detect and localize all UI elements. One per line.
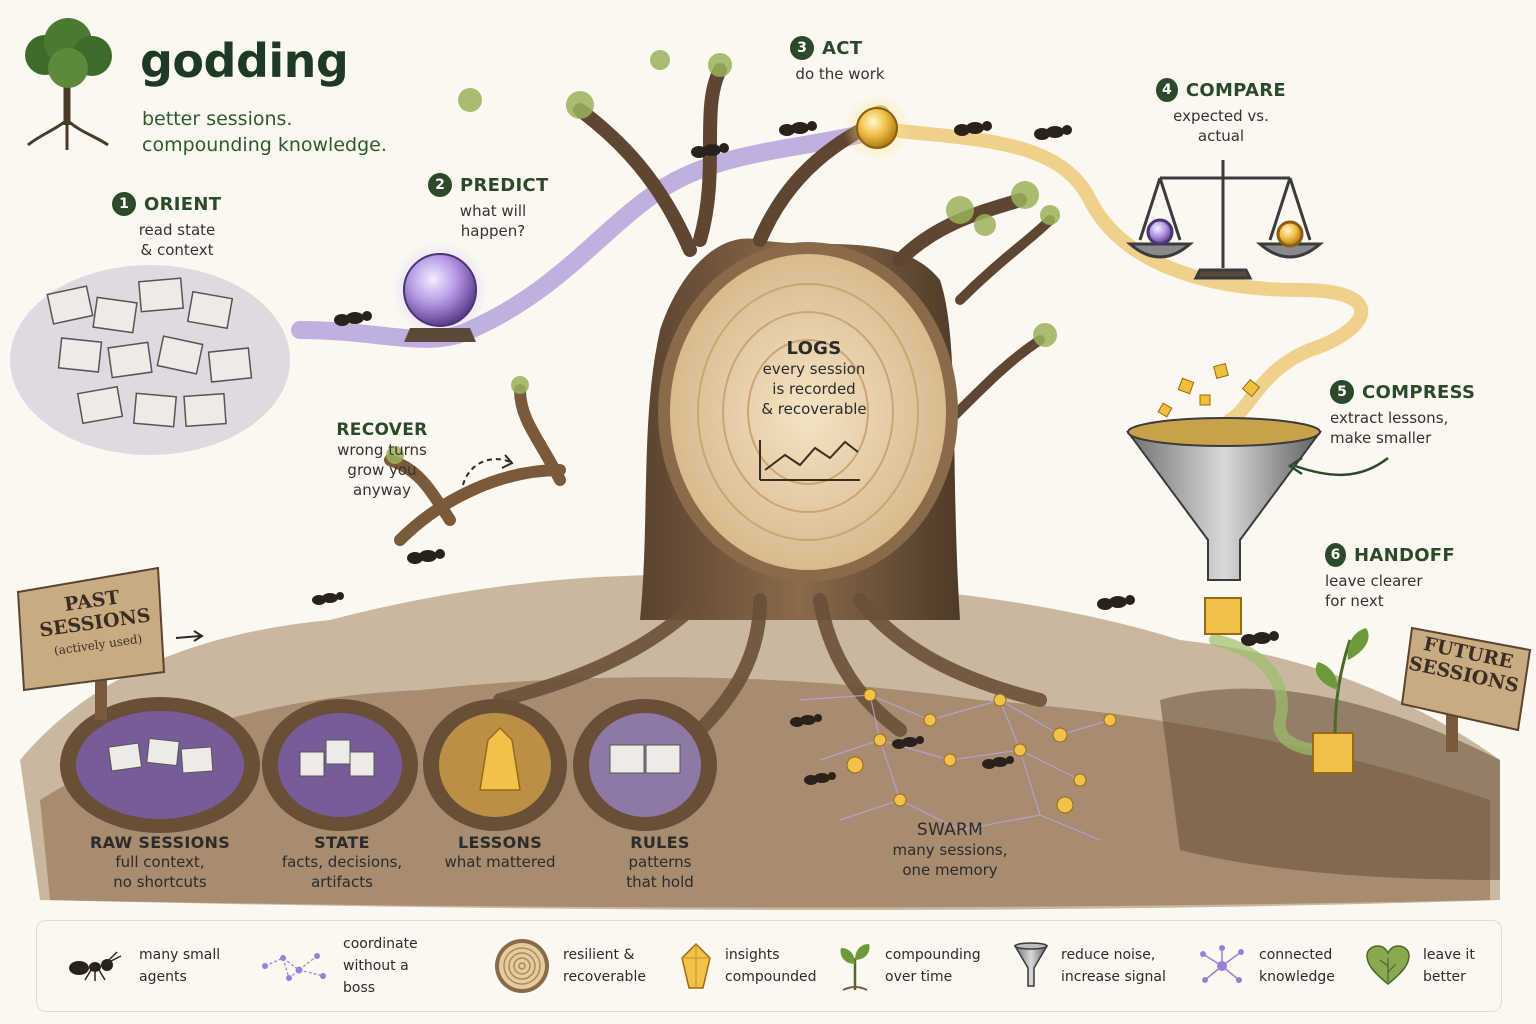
log-cross-section (658, 242, 958, 582)
funnel (1126, 363, 1322, 635)
legend-item: resilient &recoverable (493, 921, 663, 1011)
step-number-badge: 3 (790, 36, 814, 60)
gold-flow-path (883, 123, 1369, 427)
step-number-badge: 2 (428, 173, 452, 197)
network-icon (262, 953, 326, 981)
balance-scale (1125, 160, 1325, 280)
step-description: extract lessons,make smaller (1330, 409, 1449, 447)
sprout (1312, 628, 1369, 774)
legend-item: reduce noise,increase signal (1013, 921, 1177, 1011)
ant-icon (69, 951, 122, 981)
arrows (175, 454, 1389, 642)
step-number-badge: 1 (112, 192, 136, 216)
ants (312, 121, 1279, 785)
step-number-badge: 6 (1325, 543, 1346, 567)
swarm-label: SWARM many sessions,one memory (892, 820, 1008, 879)
step-title: ORIENT (144, 193, 222, 215)
step-title: HANDOFF (1354, 544, 1455, 566)
leaf-heart-icon (1366, 945, 1410, 985)
tagline-line-2: compounding knowledge. (142, 134, 387, 156)
tree-ring-icon (495, 939, 549, 993)
step-title: COMPARE (1185, 79, 1286, 101)
tagline: better sessions. compounding knowledge. (142, 106, 387, 158)
logo-tree-icon (25, 18, 112, 150)
gold-orb (843, 94, 911, 162)
step-number-badge: 4 (1156, 78, 1178, 102)
tagline-line-1: better sessions. (142, 108, 293, 130)
paper-pile (10, 265, 290, 455)
pit-lessons: LESSONS what mattered (444, 833, 556, 871)
step-compress: 5 COMPRESS extract lessons,make smaller (1330, 380, 1480, 448)
step-compare: 4 COMPARE expected vs.actual (1156, 78, 1286, 146)
step-description: expected vs.actual (1173, 107, 1269, 145)
step-description: do the work (795, 65, 885, 83)
app-title: godding (140, 34, 349, 88)
step-title: PREDICT (460, 174, 549, 196)
sign-posts (16, 566, 1532, 752)
step-number-badge: 5 (1330, 380, 1354, 404)
pit-raw-sessions: RAW SESSIONS full context,no shortcuts (89, 833, 231, 891)
node-graph-icon (1200, 945, 1244, 983)
pit-state: STATE facts, decisions,artifacts (281, 833, 403, 891)
storage-pits (60, 697, 717, 833)
swarm-nodes (799, 688, 1117, 841)
green-flow-path (1209, 634, 1326, 756)
step-act: 3 ACT do the work (790, 36, 890, 84)
funnel-icon (1013, 942, 1049, 987)
step-description: read state& context (138, 221, 216, 259)
crystal-icon (681, 942, 711, 989)
step-title: COMPRESS (1362, 381, 1476, 403)
logs-title: LOGS (786, 338, 842, 359)
step-orient: 1 ORIENT read state& context (112, 192, 242, 260)
crystal-ball (392, 242, 488, 342)
sprout-icon (840, 944, 870, 991)
step-title: ACT (822, 37, 863, 59)
recover-title: RECOVER (336, 420, 428, 440)
